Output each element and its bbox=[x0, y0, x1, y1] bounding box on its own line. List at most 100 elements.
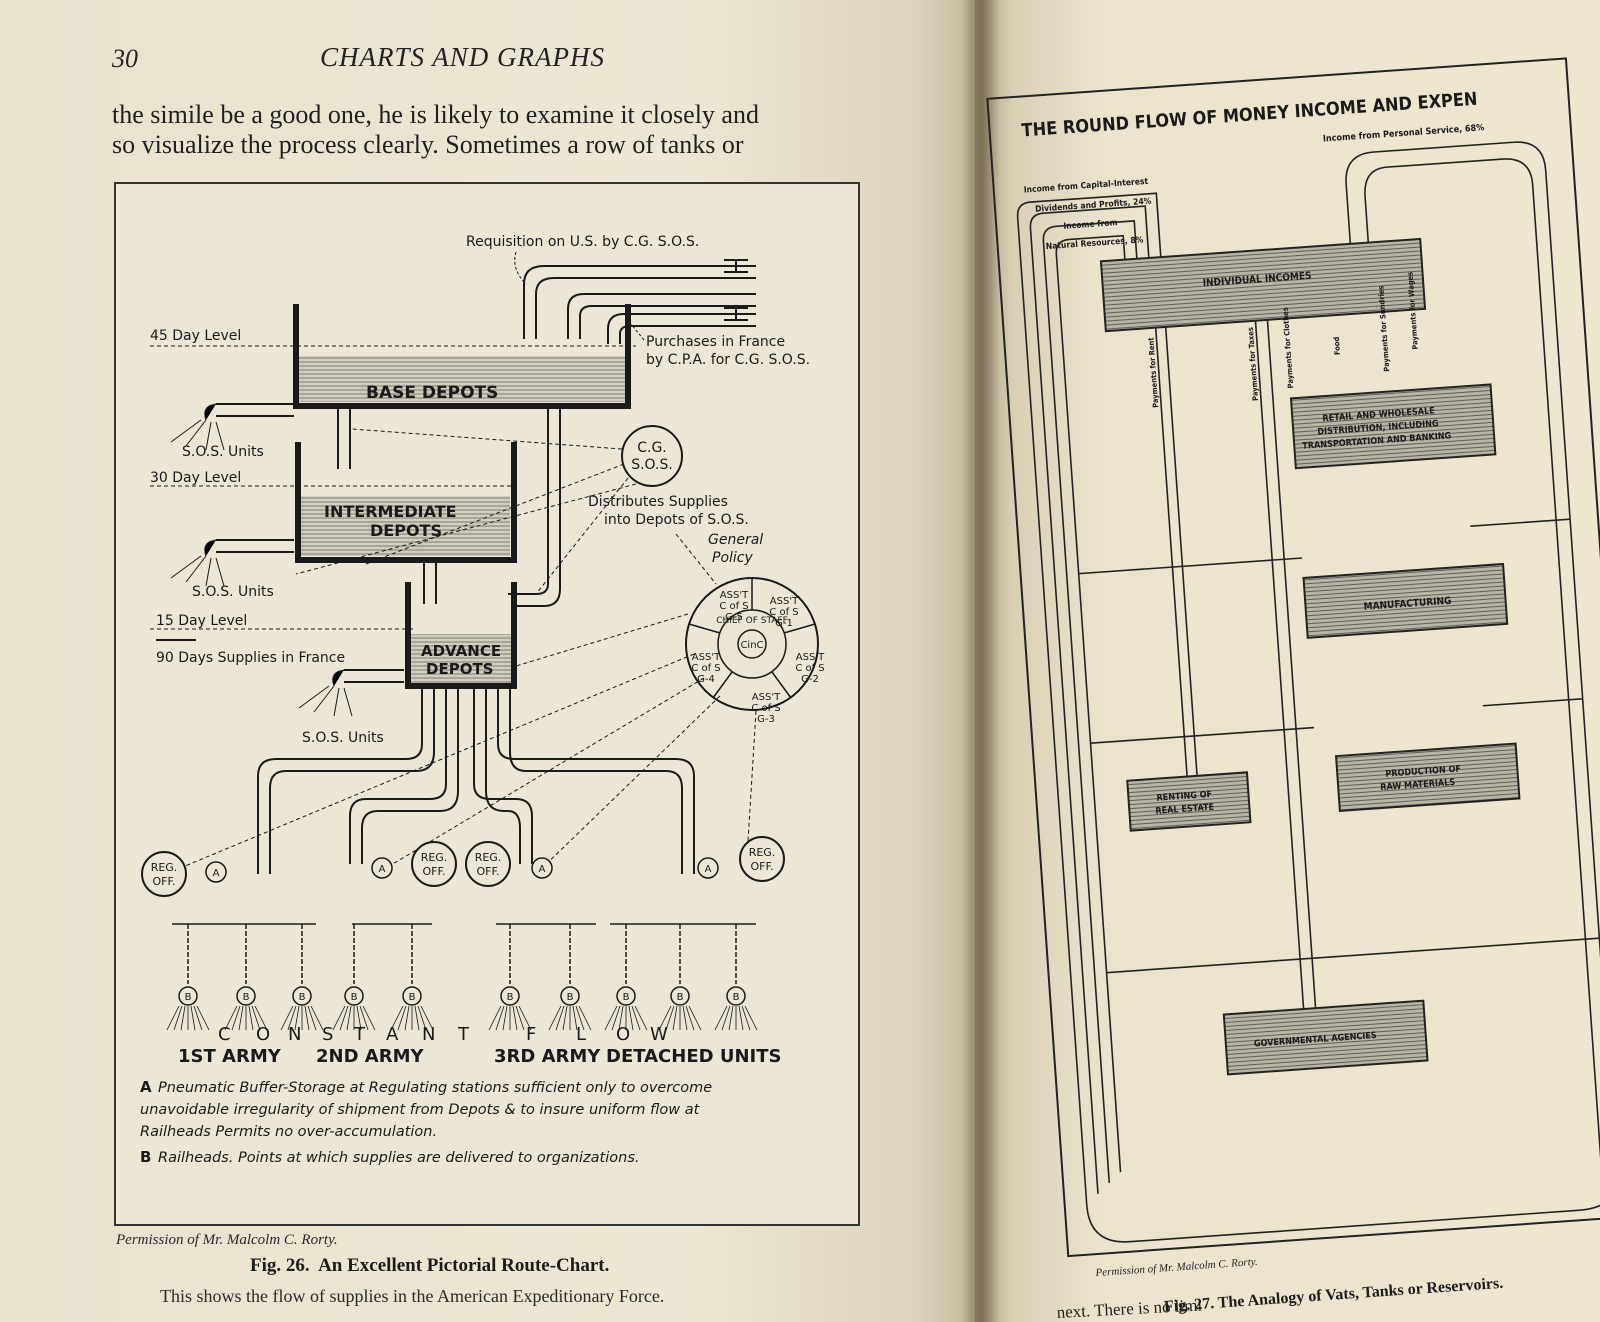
constant-flow-letter: W bbox=[650, 1024, 668, 1045]
wheel-sector-label: ASS'T bbox=[770, 596, 799, 607]
railhead-b-label: B bbox=[567, 992, 574, 1003]
constant-flow-letter: C bbox=[218, 1024, 231, 1045]
running-head: CHARTS AND GRAPHS bbox=[320, 42, 605, 72]
railhead-b-label: B bbox=[299, 992, 306, 1003]
railhead-spray bbox=[304, 1005, 310, 1031]
railhead-spray bbox=[672, 1005, 678, 1031]
level-lines bbox=[150, 345, 636, 630]
railhead-b-marker bbox=[292, 986, 312, 1006]
railhead-b-marker bbox=[236, 986, 256, 1006]
requisition-pipes bbox=[523, 259, 756, 344]
railhead-spray bbox=[604, 1005, 618, 1031]
railhead-b-label: B bbox=[507, 992, 514, 1003]
railhead-spray bbox=[193, 1005, 203, 1031]
railhead-spray bbox=[180, 1005, 186, 1031]
railhead-spray bbox=[575, 1005, 585, 1031]
constant-flow-letter: O bbox=[256, 1024, 270, 1045]
renting-label-2: REAL ESTATE bbox=[1155, 803, 1214, 817]
reg-off-circle bbox=[141, 851, 187, 897]
government-tank: GOVERNMENTAL AGENCIES bbox=[1222, 999, 1429, 1076]
constant-flow-letter: A bbox=[386, 1024, 399, 1045]
purchases-label-1: Purchases in France bbox=[646, 334, 785, 350]
note-b-letter: B bbox=[140, 1148, 151, 1166]
sos-units-label-1: S.O.S. Units bbox=[182, 444, 264, 460]
railhead-spray bbox=[404, 1005, 410, 1031]
army-label-2: 2ND ARMY bbox=[316, 1046, 425, 1067]
railhead-spray bbox=[634, 1005, 648, 1031]
army-label-1: 1ST ARMY bbox=[178, 1046, 282, 1067]
railhead-spray bbox=[224, 1005, 238, 1031]
round-flow-diagram: THE ROUND FLOW OF MONEY INCOME AND EXPEN… bbox=[986, 57, 1600, 1322]
railhead-b-label: B bbox=[185, 992, 192, 1003]
constant-flow-letter: T bbox=[353, 1024, 366, 1045]
advance-depots-label-2: DEPOTS bbox=[426, 660, 493, 678]
railhead-spray bbox=[173, 1005, 183, 1031]
sos-label: S.O.S. bbox=[631, 457, 673, 473]
constant-flow-letter: N bbox=[422, 1024, 435, 1045]
income-from-label: Income from bbox=[1063, 218, 1118, 232]
renting-label-1: RENTING OF bbox=[1156, 790, 1212, 804]
distributes-label-1: Distributes Supplies bbox=[588, 494, 728, 510]
sos-units-label-2: S.O.S. Units bbox=[192, 584, 274, 600]
railhead-b-label: B bbox=[623, 992, 630, 1003]
railhead-spray bbox=[248, 1005, 254, 1031]
wheel-sector-label: G-5 bbox=[725, 612, 743, 623]
reg-off-circle bbox=[411, 841, 457, 887]
figure-26-frame: Requisition on U.S. by C.G. S.O.S. Purch… bbox=[114, 182, 860, 1226]
buffer-a-marker bbox=[371, 857, 393, 879]
constant-flow-letter: N bbox=[288, 1024, 301, 1045]
wheel-sector-label: ASS'T bbox=[752, 692, 781, 703]
railhead-spray bbox=[238, 1005, 244, 1031]
buffer-a-label: A bbox=[705, 864, 712, 875]
railhead-spray bbox=[611, 1005, 621, 1031]
chief-of-staff-label: CHIEF OF STAFF bbox=[716, 616, 788, 626]
production-tank: PRODUCTION OF RAW MATERIALS bbox=[1334, 742, 1521, 813]
constant-flow-letter: S bbox=[322, 1024, 333, 1045]
railhead-spray bbox=[688, 1005, 702, 1031]
wheel-sector-label: C of S bbox=[769, 607, 798, 618]
railhead-spray bbox=[294, 1005, 300, 1031]
wheel-sector-label: G-2 bbox=[801, 674, 819, 685]
figure-26-credit: Permission of Mr. Malcolm C. Rorty. bbox=[116, 1232, 338, 1248]
right-page: THE ROUND FLOW OF MONEY INCOME AND EXPEN… bbox=[975, 0, 1600, 1322]
reg-off-label: REG. bbox=[421, 851, 448, 864]
railhead-spray bbox=[166, 1005, 180, 1031]
railhead-b-marker bbox=[726, 986, 746, 1006]
constant-flow-letter: T bbox=[457, 1024, 470, 1045]
level-45-label: 45 Day Level bbox=[150, 328, 241, 344]
retail-tank: RETAIL AND WHOLESALE DISTRIBUTION, INCLU… bbox=[1289, 383, 1497, 470]
manufacturing-tank: MANUFACTURING bbox=[1302, 562, 1509, 639]
cg-label: C.G. bbox=[637, 440, 667, 456]
reg-off-label: OFF. bbox=[750, 860, 773, 873]
railhead-spray bbox=[332, 1005, 346, 1031]
staff-wheel: CinC CHIEF OF STAFF ASS'TC of SG-5ASS'TC… bbox=[685, 577, 825, 725]
railhead-spray bbox=[339, 1005, 349, 1031]
fig27-pipes bbox=[1016, 141, 1600, 1243]
reg-off-label: OFF. bbox=[476, 865, 499, 878]
reg-off-circle bbox=[465, 841, 511, 887]
intermediate-depots-tank: INTERMEDIATE DEPOTS bbox=[295, 442, 517, 563]
railhead-b-marker bbox=[344, 986, 364, 1006]
reg-off-circle bbox=[739, 836, 785, 882]
buffer-a-marker bbox=[205, 861, 227, 883]
railhead-spray bbox=[631, 1005, 641, 1031]
fig27-caption: Fig. 27. The Analogy of Vats, Tanks or R… bbox=[1163, 1275, 1503, 1316]
next-line: next. There is no limi bbox=[1056, 1295, 1203, 1322]
body-text: the simile be a good one, he is likely t… bbox=[112, 100, 857, 160]
army-label-3: 3RD ARMY bbox=[494, 1046, 601, 1067]
payment-label: Payments for Clothes bbox=[1281, 307, 1296, 389]
railhead-spray bbox=[721, 1005, 731, 1031]
cg-sos-node: C.G. S.O.S. bbox=[621, 425, 683, 487]
advance-depots-label-1: ADVANCE bbox=[421, 642, 501, 660]
sos-units-label-3: S.O.S. Units bbox=[302, 730, 384, 746]
railhead-spray bbox=[359, 1005, 369, 1031]
railhead-spray bbox=[738, 1005, 744, 1031]
railhead-spray bbox=[502, 1005, 508, 1031]
sos-spray bbox=[170, 403, 353, 717]
railhead-spray bbox=[578, 1005, 592, 1031]
payment-label: Food bbox=[1332, 336, 1342, 355]
